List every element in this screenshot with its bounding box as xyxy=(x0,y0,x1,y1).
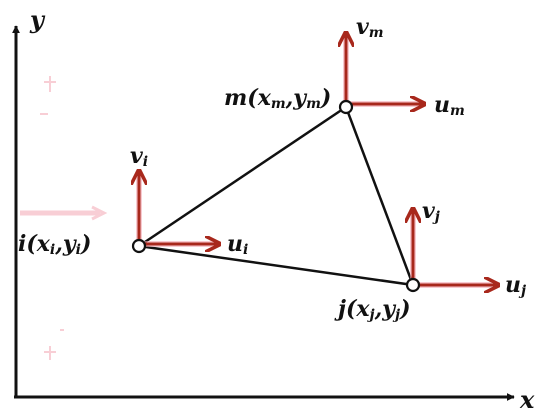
node-i-u-label: ui xyxy=(227,231,248,258)
node-j-coord-label: j(xj,yj) xyxy=(334,296,411,323)
node-i-v-label: vi xyxy=(130,143,148,170)
node-m-arrows xyxy=(346,34,423,104)
edge-i-j xyxy=(138,244,414,287)
node-m-u-label: um xyxy=(434,92,465,119)
node-i-coord-label: i(xi,yi) xyxy=(18,231,91,258)
node-i-arrows xyxy=(139,172,218,244)
node-j-v-label: vj xyxy=(422,198,440,225)
edge-i-m xyxy=(138,105,347,248)
node-i-circle xyxy=(131,238,147,254)
edge-m-j xyxy=(344,106,415,286)
y-axis-label: y xyxy=(29,5,46,34)
ghost-marks xyxy=(20,76,108,360)
node-m-circle xyxy=(338,99,354,115)
node-j-u-label: uj xyxy=(505,272,526,299)
node-j-arrows xyxy=(413,210,497,285)
node-j-circle xyxy=(405,277,421,293)
node-m-v-label: vm xyxy=(356,14,384,41)
node-m-coord-label: m(xm,ym) xyxy=(224,85,331,112)
x-axis-label: x xyxy=(519,385,535,414)
triangle-edges xyxy=(138,105,415,287)
